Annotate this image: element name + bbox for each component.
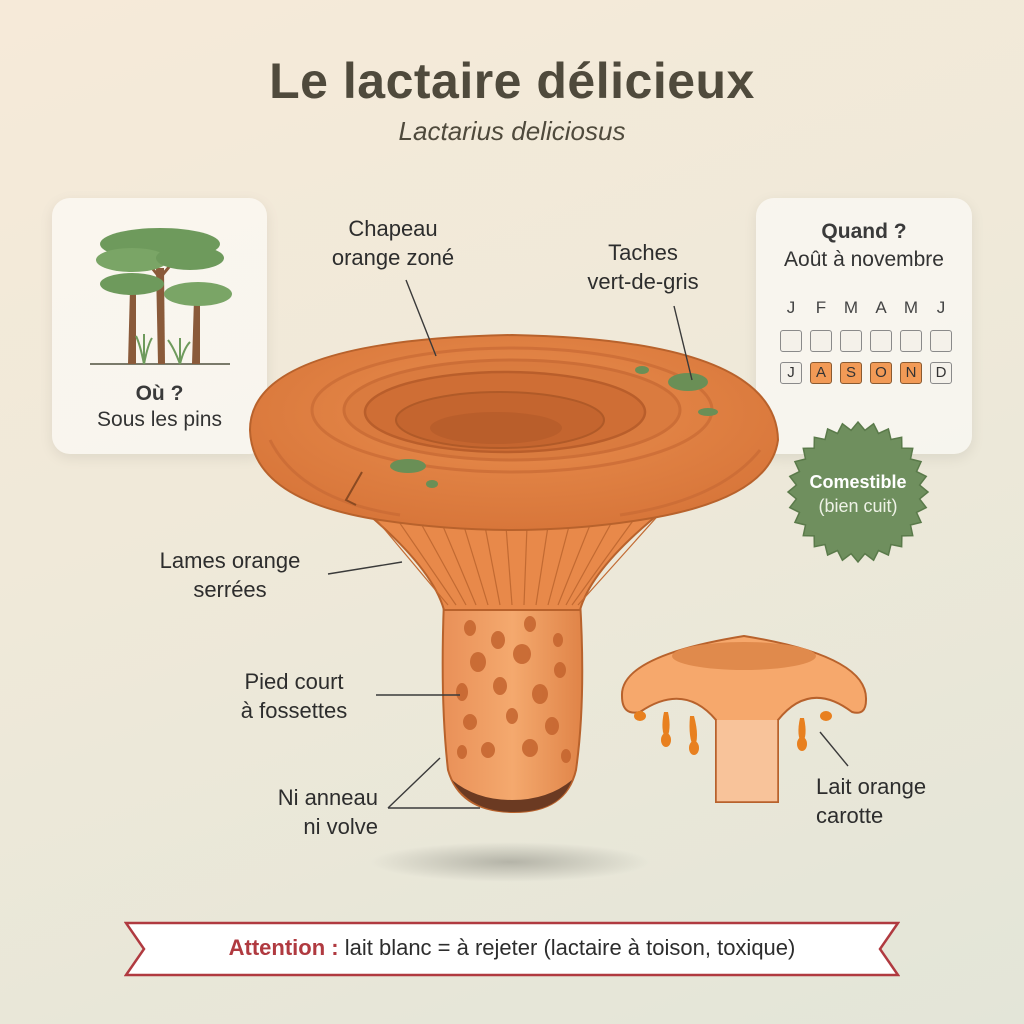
latin-name: Lactarius deliciosus xyxy=(398,116,626,146)
month-letter: M xyxy=(903,298,919,317)
milk-label-line1: Lait orange xyxy=(816,774,927,799)
stem-label-line1: Pied court xyxy=(244,669,344,694)
gills-label: Lames orange serrées xyxy=(140,546,320,604)
spots-label-line2: vert-de-gris xyxy=(587,269,699,294)
warning-body: lait blanc = à rejeter (lactaire à toiso… xyxy=(338,935,796,960)
where-text: Sous les pins xyxy=(97,408,222,431)
gills-label-line1: Lames orange xyxy=(159,548,301,573)
page-title: Le lactaire délicieux xyxy=(269,53,755,109)
stem-label: Pied court à fossettes xyxy=(214,667,374,725)
month-box-active: S xyxy=(840,362,862,384)
no-ring-label-line1: Ni anneau xyxy=(277,785,378,810)
month-letter: A xyxy=(875,298,887,317)
months-bottom-boxes: J A S O N D xyxy=(780,362,952,384)
month-letter: J xyxy=(936,298,946,317)
gills-label-line2: serrées xyxy=(193,577,267,602)
milk-label-line2: carotte xyxy=(816,803,884,828)
months-top-letters: J F M A M J xyxy=(780,298,952,318)
month-box: D xyxy=(930,362,952,384)
ground-shadow xyxy=(370,842,650,882)
month-box xyxy=(870,330,892,352)
mushroom-cross-section xyxy=(620,634,868,803)
stem-label-line2: à fossettes xyxy=(240,698,348,723)
spots-label-line1: Taches xyxy=(608,240,678,265)
month-box xyxy=(780,330,802,352)
no-ring-label-line2: ni volve xyxy=(303,814,378,839)
edible-badge-icon xyxy=(786,420,930,564)
edible-badge-line1: Comestible xyxy=(809,472,907,492)
month-box-active: A xyxy=(810,362,832,384)
cap-label-line1: Chapeau xyxy=(348,216,438,241)
leader-lines xyxy=(327,279,849,809)
no-ring-label: Ni anneau ni volve xyxy=(236,783,378,841)
warning-banner xyxy=(124,921,900,977)
when-text: Août à novembre xyxy=(784,248,944,271)
month-box-active: N xyxy=(900,362,922,384)
month-box: J xyxy=(780,362,802,384)
mushroom-stem xyxy=(441,599,584,814)
when-heading: Quand ? xyxy=(821,220,907,243)
month-letter: J xyxy=(786,298,796,317)
month-box-active: O xyxy=(870,362,892,384)
pine-trees-icon xyxy=(90,228,232,365)
edible-badge-line2: (bien cuit) xyxy=(818,496,898,516)
spots-label: Taches vert-de-gris xyxy=(568,238,718,296)
orange-milk-drops xyxy=(634,711,832,755)
verdigris-spots xyxy=(390,366,718,488)
warning-prefix: Attention : xyxy=(228,935,339,960)
month-box xyxy=(900,330,922,352)
habitat-card: Où ? Sous les pins xyxy=(52,198,267,454)
cap-label: Chapeau orange zoné xyxy=(318,214,468,272)
warning-text: Attention : lait blanc = à rejeter (lact… xyxy=(124,935,900,961)
cap-label-line2: orange zoné xyxy=(331,245,455,270)
month-box xyxy=(930,330,952,352)
month-letter: M xyxy=(843,298,859,317)
months-top-boxes xyxy=(780,330,952,352)
month-letter: F xyxy=(815,298,827,317)
month-box xyxy=(810,330,832,352)
where-heading: Où ? xyxy=(135,382,184,405)
mushroom-cap xyxy=(248,333,780,531)
month-box xyxy=(840,330,862,352)
milk-label: Lait orange carotte xyxy=(816,772,976,830)
season-card: Quand ? Août à novembre J F M A M J J A … xyxy=(756,198,972,454)
